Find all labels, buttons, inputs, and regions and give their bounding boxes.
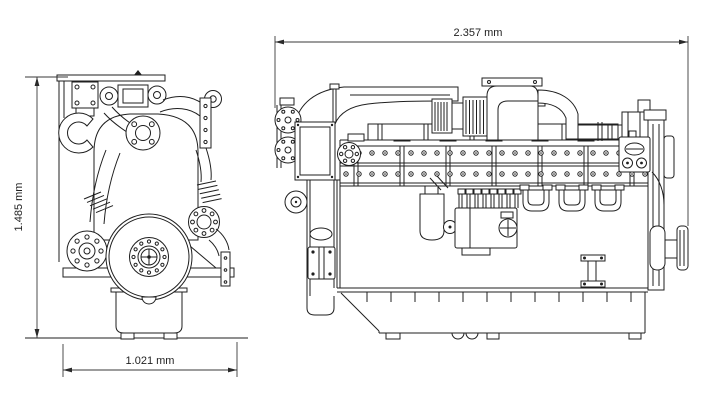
injection-lines (457, 188, 522, 208)
mounting-pad-bracket (580, 254, 606, 288)
left-pump-flange (66, 230, 108, 272)
head-bolt-rows (343, 150, 648, 177)
front-end-assembly (274, 97, 340, 316)
front-center-flange (125, 115, 161, 151)
dim-label-front-height: 1.485 mm (13, 183, 25, 232)
cylinder-separators (347, 133, 641, 186)
bottom-equipment (419, 175, 625, 288)
instrument-panel (618, 130, 651, 173)
dim-label-front-width: 1.021 mm (126, 355, 175, 367)
top-mount-bracket (56, 70, 166, 117)
oil-pan-side (337, 287, 648, 340)
charge-air-cooler (294, 121, 336, 181)
front-hose-coil (58, 112, 94, 154)
left-bellows (83, 191, 114, 214)
pto-flange (649, 225, 689, 271)
turbocharger (481, 77, 546, 141)
right-flange-plate (199, 90, 222, 149)
lifting-mast (329, 83, 340, 122)
turbo-bellows (431, 96, 488, 137)
side-view (274, 77, 689, 340)
flywheel (105, 213, 193, 305)
coolant-loops (519, 184, 625, 212)
engine-front-body (93, 113, 199, 241)
side-front-flange (337, 142, 361, 166)
right-ring-flange (188, 206, 231, 287)
dimension-front-width: 1.021 mm (62, 342, 238, 377)
dim-label-side-width: 2.357 mm (454, 27, 503, 39)
oil-filter (419, 193, 445, 241)
right-bellows (196, 180, 222, 204)
dimension-front-height: 1.485 mm (13, 76, 68, 338)
lifting-lugs (99, 84, 167, 108)
front-view (25, 70, 248, 340)
dimension-side-width: 2.357 mm (274, 27, 689, 226)
housing-bump (141, 296, 157, 305)
flywheel-housing-end (618, 99, 689, 291)
